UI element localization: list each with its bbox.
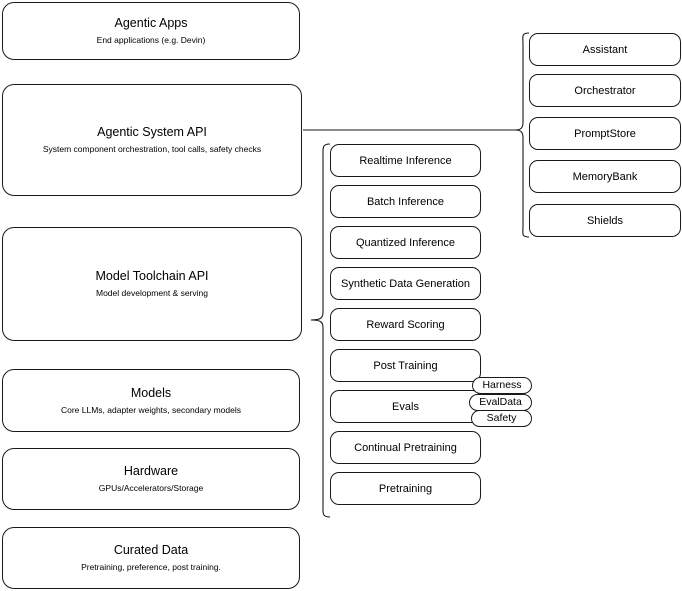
component-reward-scoring[interactable]: Reward Scoring xyxy=(330,308,481,341)
component-label: Quantized Inference xyxy=(355,236,456,249)
component-synthetic-data-generation[interactable]: Synthetic Data Generation xyxy=(330,267,481,300)
component-label: Synthetic Data Generation xyxy=(340,277,471,290)
component-label: Batch Inference xyxy=(366,195,445,208)
layer-models[interactable]: Models Core LLMs, adapter weights, secon… xyxy=(2,369,300,432)
component-pretraining[interactable]: Pretraining xyxy=(330,472,481,505)
layer-subtitle: Model development & serving xyxy=(96,288,208,298)
eval-subcomponent-evaldata[interactable]: EvalData xyxy=(469,394,532,411)
component-quantized-inference[interactable]: Quantized Inference xyxy=(330,226,481,259)
component-assistant[interactable]: Assistant xyxy=(529,33,681,66)
right-brace xyxy=(514,32,530,238)
component-orchestrator[interactable]: Orchestrator xyxy=(529,74,681,107)
component-label: Shields xyxy=(586,214,624,227)
layer-subtitle: System component orchestration, tool cal… xyxy=(42,144,262,154)
component-continual-pretraining[interactable]: Continual Pretraining xyxy=(330,431,481,464)
layer-subtitle: Pretraining, preference, post training. xyxy=(81,562,221,572)
component-label: MemoryBank xyxy=(572,170,638,183)
layer-agentic-system-api[interactable]: Agentic System API System component orch… xyxy=(2,84,302,196)
layer-title: Model Toolchain API xyxy=(95,269,209,283)
component-label: Post Training xyxy=(373,359,438,372)
layer-title: Agentic System API xyxy=(97,125,207,139)
component-label: PromptStore xyxy=(574,127,636,140)
layer-agentic-apps[interactable]: Agentic Apps End applications (e.g. Devi… xyxy=(2,2,300,60)
component-label: Pretraining xyxy=(378,482,433,495)
component-post-training[interactable]: Post Training xyxy=(330,349,481,382)
component-label: Realtime Inference xyxy=(359,154,452,167)
layer-title: Agentic Apps xyxy=(114,16,188,30)
component-evals[interactable]: Evals xyxy=(330,390,481,423)
eval-subcomponent-safety[interactable]: Safety xyxy=(471,410,532,427)
component-promptstore[interactable]: PromptStore xyxy=(529,117,681,150)
layer-title: Models xyxy=(130,385,172,400)
layer-title: Hardware xyxy=(123,464,179,478)
eval-subcomponent-label: EvalData xyxy=(479,396,522,408)
component-memorybank[interactable]: MemoryBank xyxy=(529,160,681,193)
eval-subcomponent-harness[interactable]: Harness xyxy=(472,377,532,394)
layer-curated-data[interactable]: Curated Data Pretraining, preference, po… xyxy=(2,527,300,589)
component-label: Continual Pretraining xyxy=(354,441,457,454)
eval-subcomponent-label: Safety xyxy=(486,412,517,424)
layer-subtitle: Core LLMs, adapter weights, secondary mo… xyxy=(60,404,241,415)
layer-hardware[interactable]: Hardware GPUs/Accelerators/Storage xyxy=(2,448,300,510)
layer-subtitle: GPUs/Accelerators/Storage xyxy=(98,483,204,493)
layer-model-toolchain-api[interactable]: Model Toolchain API Model development & … xyxy=(2,227,302,341)
component-label: Evals xyxy=(392,400,419,413)
component-label: Orchestrator xyxy=(574,84,636,97)
component-realtime-inference[interactable]: Realtime Inference xyxy=(330,144,481,177)
middle-brace xyxy=(310,143,331,518)
layer-subtitle: End applications (e.g. Devin) xyxy=(96,35,206,45)
component-batch-inference[interactable]: Batch Inference xyxy=(330,185,481,218)
eval-subcomponent-label: Harness xyxy=(482,379,522,391)
layer-title: Curated Data xyxy=(113,543,189,557)
component-shields[interactable]: Shields xyxy=(529,204,681,237)
component-label: Assistant xyxy=(582,43,628,56)
component-label: Reward Scoring xyxy=(366,318,445,331)
